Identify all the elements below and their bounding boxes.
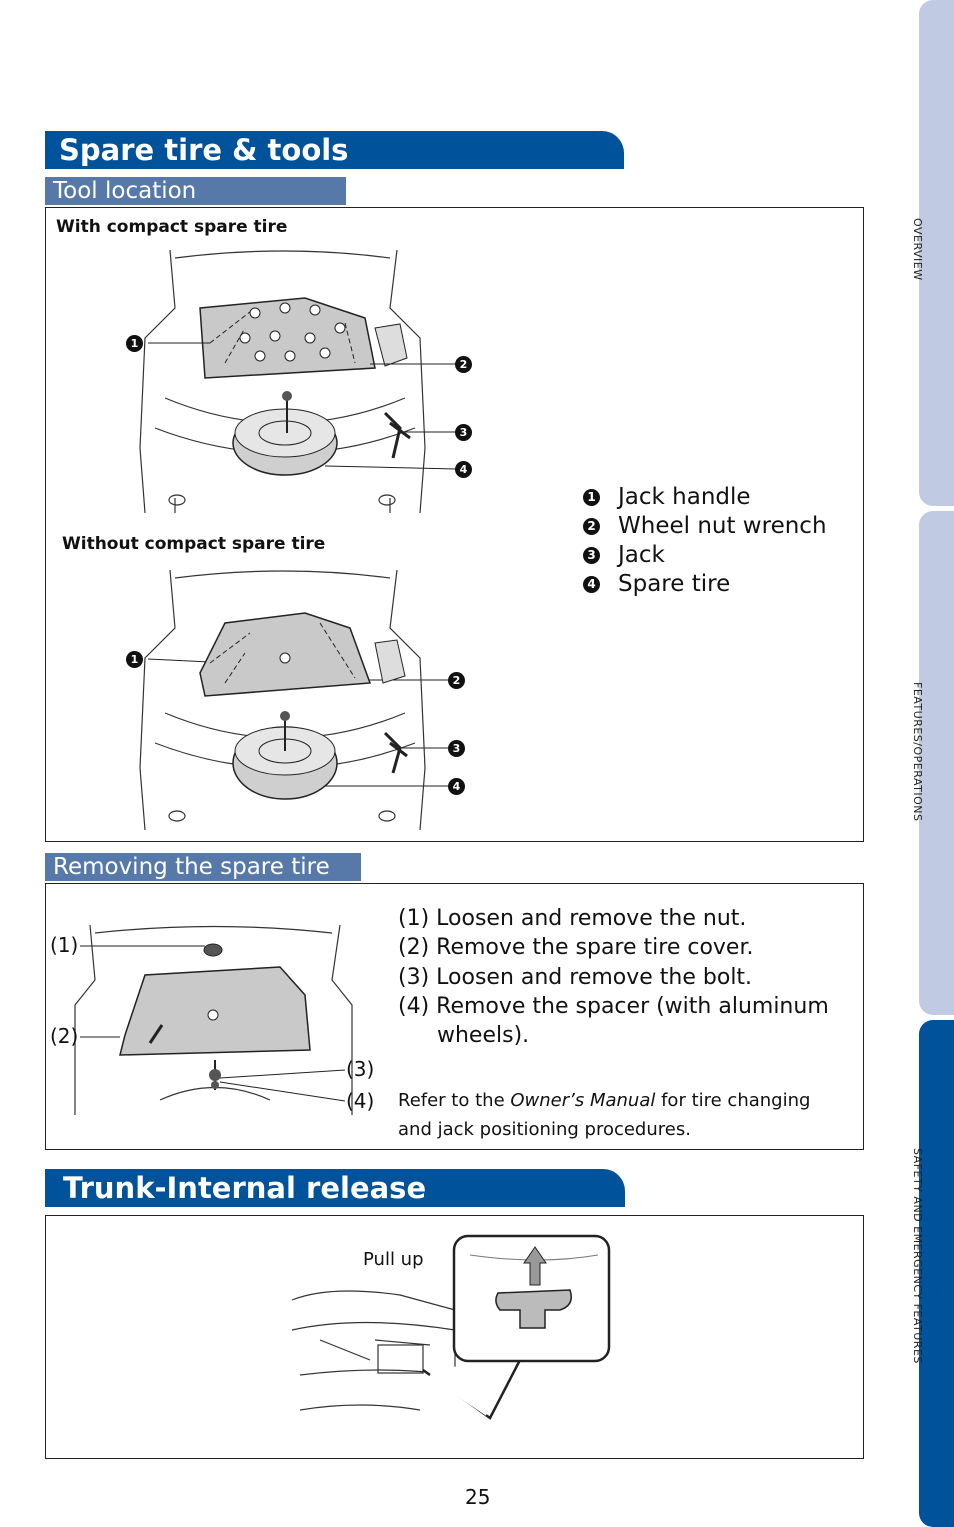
pull-up-label: Pull up bbox=[363, 1249, 424, 1270]
marker-1-b: 1 bbox=[126, 651, 143, 668]
legend-num: 1 bbox=[583, 488, 600, 506]
note-text-before: Refer to the bbox=[398, 1090, 511, 1111]
legend-item-jack-handle: 1 Jack handle bbox=[583, 484, 751, 510]
marker-2-b: 2 bbox=[448, 672, 465, 689]
step-3: (3) Loosen and remove the bolt. bbox=[398, 965, 753, 990]
legend-item-jack: 3 Jack bbox=[583, 542, 665, 568]
note-manual-title: Owner’s Manual bbox=[510, 1090, 656, 1111]
trunk-release-panel bbox=[45, 1215, 864, 1459]
tab-overview[interactable] bbox=[919, 0, 954, 506]
tab-label-safety: SAFETY AND EMERGENCY FEATURES bbox=[911, 1148, 924, 1364]
section-title-trunk-release: Trunk-Internal release bbox=[45, 1169, 625, 1207]
step-4-cont: wheels). bbox=[437, 1023, 530, 1048]
heading-removing-spare: Removing the spare tire bbox=[45, 853, 361, 881]
marker-4-b: 4 bbox=[448, 778, 465, 795]
trunk-illustration-no-compact bbox=[139, 569, 426, 831]
label-without-compact: Without compact spare tire bbox=[62, 534, 326, 554]
page-number: 25 bbox=[465, 1485, 491, 1509]
marker-4-a: 4 bbox=[455, 461, 472, 478]
step-1: (1) Loosen and remove the nut. bbox=[398, 906, 747, 931]
tab-label-features: FEATURES/OPERATIONS bbox=[911, 682, 924, 822]
callout-3: (3) bbox=[346, 1057, 375, 1081]
callout-2: (2) bbox=[50, 1024, 79, 1048]
label-with-compact: With compact spare tire bbox=[56, 217, 288, 237]
tab-safety-emergency[interactable] bbox=[919, 1020, 954, 1527]
legend-text: Jack bbox=[618, 542, 665, 568]
heading-tool-location: Tool location bbox=[45, 177, 346, 205]
callout-1: (1) bbox=[50, 933, 79, 957]
legend-text: Spare tire bbox=[618, 571, 731, 597]
legend-item-spare-tire: 4 Spare tire bbox=[583, 571, 730, 597]
legend-num: 4 bbox=[583, 575, 600, 593]
step-2: (2) Remove the spare tire cover. bbox=[398, 935, 754, 960]
marker-1-a: 1 bbox=[126, 335, 143, 352]
owners-manual-note-line2: and jack positioning procedures. bbox=[398, 1119, 691, 1140]
legend-text: Jack handle bbox=[618, 484, 751, 510]
trunk-illustration-removing bbox=[74, 924, 353, 1115]
marker-3-b: 3 bbox=[448, 740, 465, 757]
section-title-spare-tire: Spare tire & tools bbox=[45, 131, 624, 169]
callout-4: (4) bbox=[346, 1089, 375, 1113]
tab-features-operations[interactable] bbox=[919, 511, 954, 1015]
tool-location-panel bbox=[45, 207, 864, 842]
trunk-illustration-compact bbox=[139, 249, 426, 514]
owners-manual-note: Refer to the Owner’s Manual for tire cha… bbox=[398, 1086, 810, 1115]
legend-num: 3 bbox=[583, 546, 600, 564]
marker-2-a: 2 bbox=[455, 356, 472, 373]
legend-item-wheel-nut-wrench: 2 Wheel nut wrench bbox=[583, 513, 827, 539]
note-text-after: for tire changing bbox=[655, 1090, 811, 1111]
tab-label-overview: OVERVIEW bbox=[911, 218, 924, 281]
removing-panel bbox=[45, 883, 864, 1150]
marker-3-a: 3 bbox=[455, 424, 472, 441]
legend-text: Wheel nut wrench bbox=[618, 513, 827, 539]
step-4: (4) Remove the spacer (with aluminum bbox=[398, 994, 829, 1019]
legend-num: 2 bbox=[583, 517, 600, 535]
